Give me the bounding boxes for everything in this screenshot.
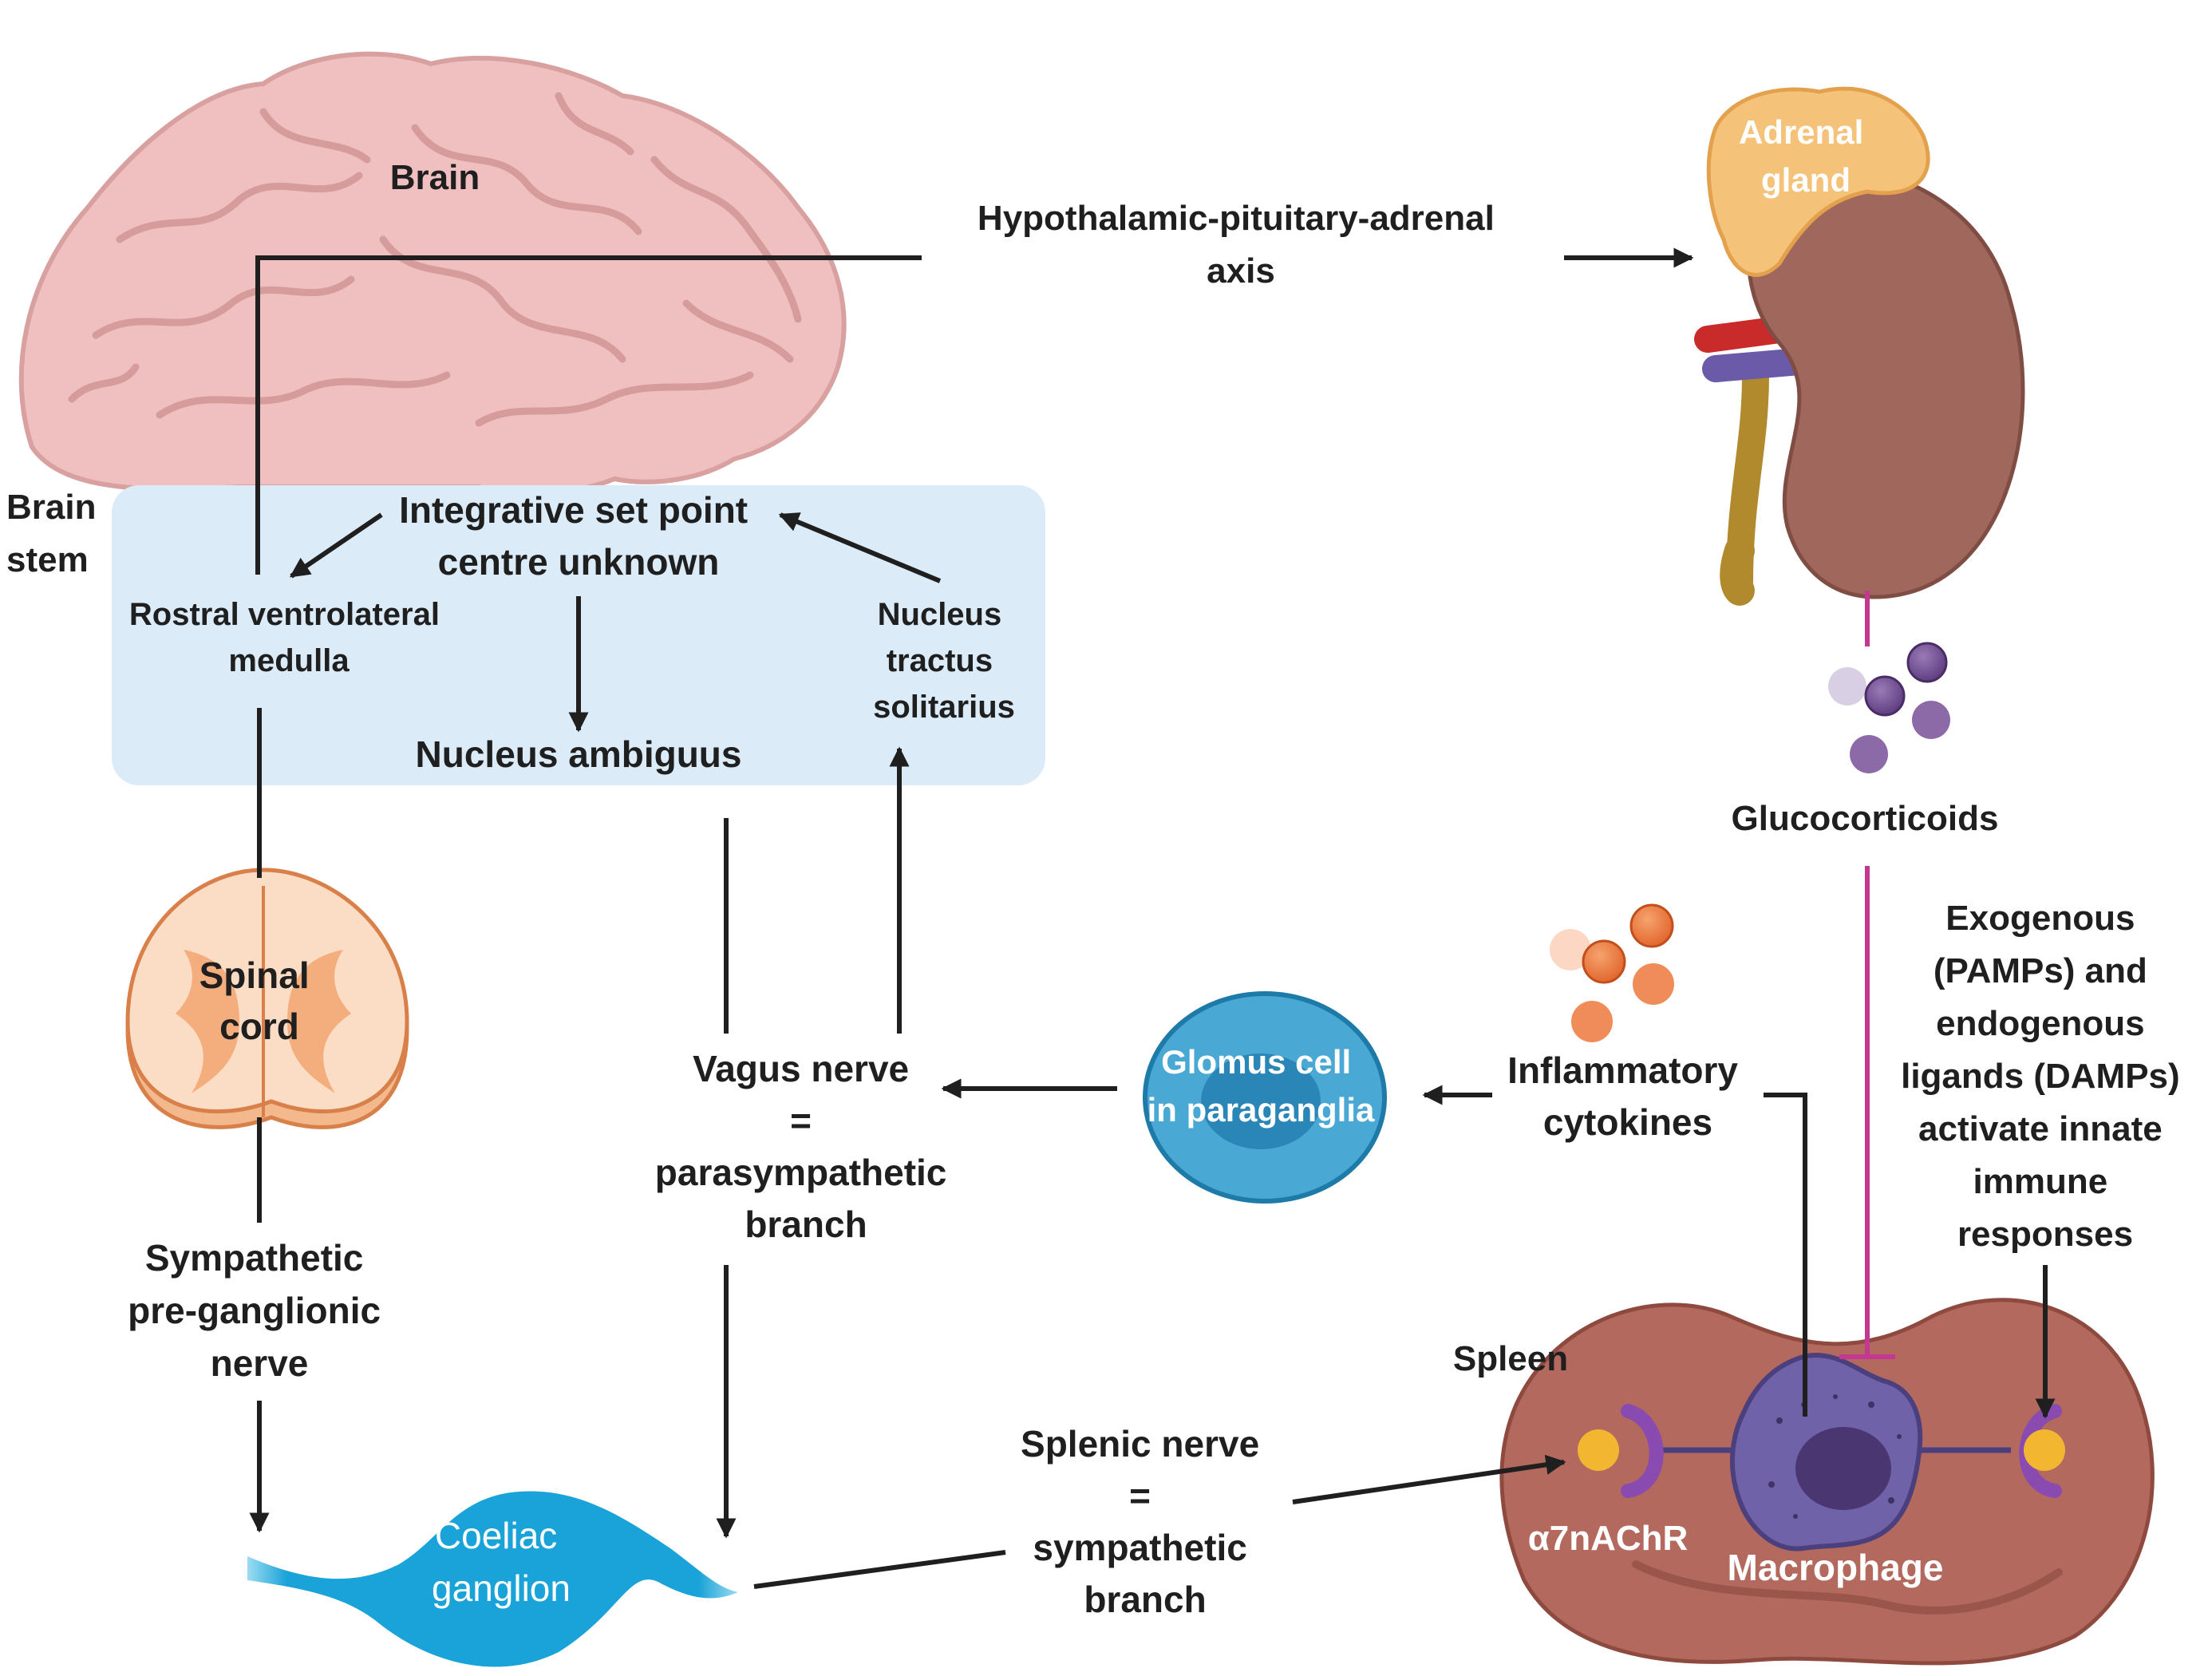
spinal-cord-illustration — [125, 868, 409, 1129]
hpa-axis-label: Hypothalamic-pituitary-adrenal axis — [978, 199, 1504, 291]
glucocorticoid-molecules — [1828, 642, 1950, 773]
nts-to-centre-arrow — [778, 512, 942, 583]
macrophage-label: Macrophage — [1728, 1547, 1944, 1588]
ligand-left-icon — [1578, 1429, 1619, 1471]
centre-to-rvlm-arrow — [289, 512, 383, 579]
coeliac-ganglion-illustration — [247, 1491, 738, 1667]
sympathetic-preganglionic-label: Sympathetic pre-ganglionic nerve — [128, 1237, 391, 1384]
connectors — [249, 247, 2056, 1589]
spinal-cord-label: Spinal cord — [199, 955, 320, 1047]
rvlm-label: Rostral ventrolateral medulla — [129, 597, 448, 678]
glomus-cell-label: Glomus cell in paraganglia — [1147, 1043, 1375, 1129]
nucleus-ambiguus-label: Nucleus ambiguus — [416, 733, 742, 775]
adrenal-gland-label: Adrenal gland — [1739, 113, 1873, 199]
ligand-right-icon — [2024, 1429, 2065, 1471]
cytokine-molecules — [1550, 903, 1674, 1042]
hpa-line — [255, 255, 922, 575]
receptor-left-icon — [1621, 1404, 1664, 1498]
splenic-nerve-label: Splenic nerve = sympathetic branch — [1021, 1423, 1270, 1620]
macrophage-to-cytokines-line — [1764, 1093, 1807, 1417]
inflammatory-cytokines-label: Inflammatory cytokines — [1507, 1049, 1748, 1143]
integrative-centre-label: Integrative set point centre unknown — [399, 489, 758, 583]
ganglion-to-splenic-line — [753, 1550, 1006, 1589]
brain-illustration — [18, 51, 847, 496]
glucocorticoids-label: Glucocorticoids — [1732, 799, 1999, 838]
adrenal-gland-illustration — [1706, 86, 1930, 277]
receptor-label: α7nAChR — [1528, 1519, 1689, 1558]
glomus-cell-illustration — [1143, 991, 1387, 1204]
nts-label: Nucleus tractus solitarius — [873, 597, 1015, 725]
coeliac-ganglion-label: Coeliac ganglion — [432, 1515, 571, 1609]
kidney-illustration — [1694, 164, 2025, 606]
brain-stem-label: Brain stem — [6, 488, 106, 579]
spleen-label: Spleen — [1453, 1339, 1568, 1378]
brain-label: Brain — [390, 158, 480, 197]
macrophage-nucleus — [1795, 1427, 1891, 1510]
glucocorticoid-inhibition — [1839, 591, 1895, 1359]
splenic-to-receptor-arrow — [1292, 1454, 1566, 1504]
vagus-nerve-label: Vagus nerve = parasympathetic branch — [655, 1048, 957, 1245]
macrophage-granules — [1768, 1394, 1902, 1519]
pamps-damps-label: Exogenous (PAMPs) and endogenous ligands… — [1901, 899, 2190, 1254]
